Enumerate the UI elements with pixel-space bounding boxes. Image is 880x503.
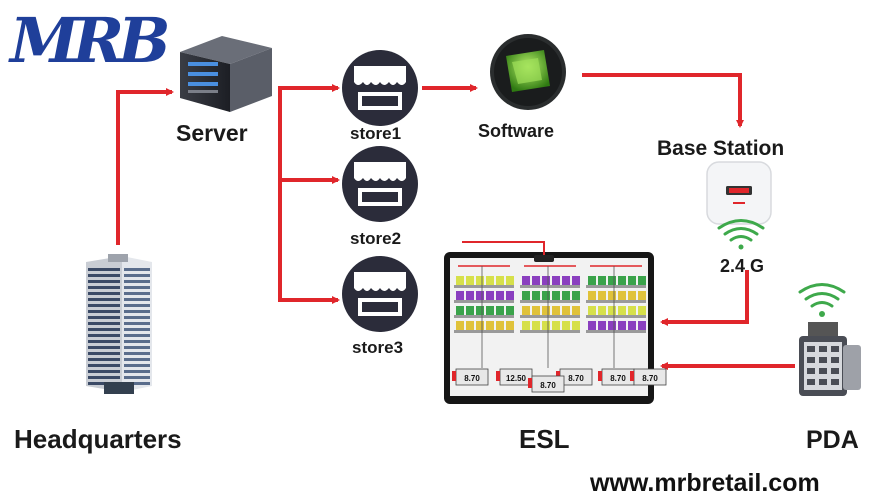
headquarters-building-icon	[86, 254, 152, 394]
store3-label: store3	[352, 338, 404, 357]
price-tag: 8.70	[528, 375, 565, 393]
base-station-icon	[706, 161, 772, 225]
wifi-icon	[717, 219, 765, 250]
esl-price-tags: 8.70 12.50 8.70 8.70 8.70 8.70	[452, 368, 667, 393]
base-station-label: Base Station	[657, 137, 785, 160]
mrb-logo: MRB	[10, 4, 171, 77]
headquarters-label: Headquarters	[14, 424, 182, 454]
software-label: Software	[478, 121, 555, 141]
arrow-server-to-store3	[278, 180, 340, 304]
price-tag-value: 8.70	[642, 374, 658, 383]
pda-label: PDA	[806, 426, 859, 454]
arrow-server-to-store2	[278, 92, 340, 184]
price-tag-value: 8.70	[610, 374, 626, 383]
price-tag-value: 8.70	[540, 381, 556, 390]
store1-label: store1	[350, 124, 402, 143]
store3-icon	[342, 256, 418, 332]
arrow-base-to-esl	[660, 270, 749, 326]
server-icon	[180, 36, 272, 112]
arrow-server-to-store1	[278, 84, 340, 92]
arrow-software-to-base	[582, 73, 744, 128]
price-tag-value: 12.50	[506, 374, 527, 383]
price-tag: 8.70	[452, 368, 489, 386]
arrow-hq-to-server	[116, 88, 174, 245]
store2-icon	[342, 146, 418, 222]
pda-icon	[798, 283, 861, 396]
esl-monitor-icon	[444, 241, 654, 404]
store2-label: store2	[350, 229, 402, 248]
price-tag: 8.70	[630, 368, 667, 386]
website-url: www.mrbretail.com	[590, 469, 820, 497]
server-label: Server	[176, 120, 248, 146]
price-tag-value: 8.70	[464, 374, 480, 383]
store1-icon	[342, 50, 418, 126]
connection-arrows	[116, 73, 795, 370]
price-tag-value: 8.70	[568, 374, 584, 383]
frequency-label: 2.4 G	[720, 256, 765, 276]
software-icon	[490, 34, 566, 110]
esl-label: ESL	[519, 424, 570, 454]
price-tag: 8.70	[598, 368, 635, 386]
price-tag: 12.50	[496, 368, 533, 386]
